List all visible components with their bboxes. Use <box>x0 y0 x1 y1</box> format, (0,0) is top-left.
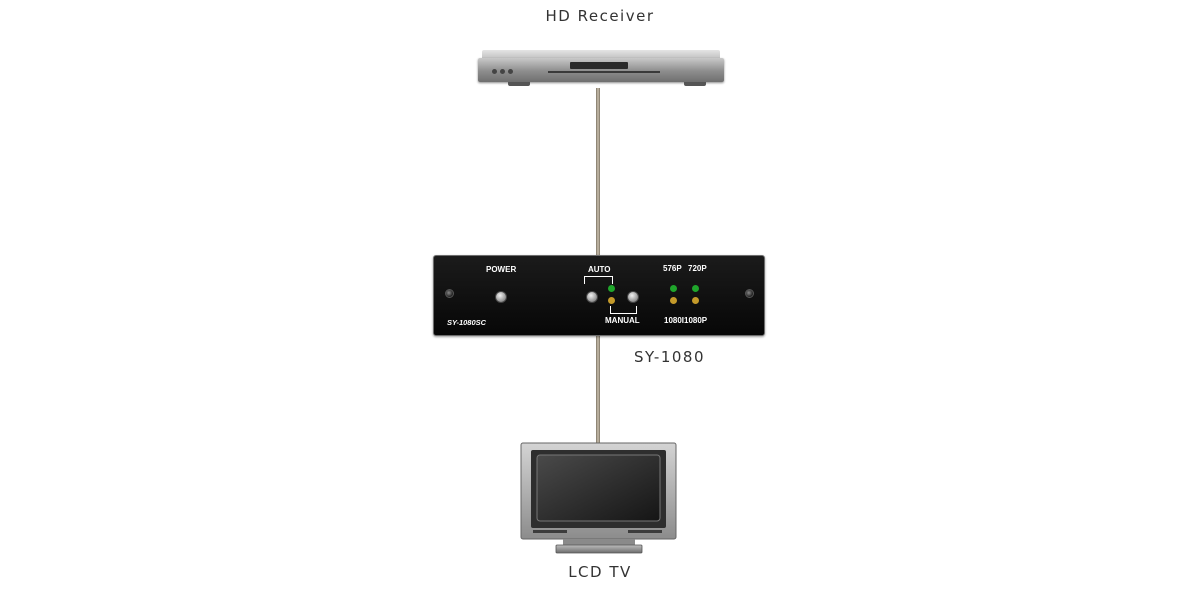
auto-led-icon <box>608 285 615 292</box>
receiver-front-panel <box>478 58 724 82</box>
manual-bracket <box>636 306 637 314</box>
res-576p-label: 576P <box>663 264 682 273</box>
cable-receiver-to-unit <box>596 88 600 258</box>
resolution-select-button[interactable] <box>627 291 639 303</box>
auto-bracket <box>584 276 613 277</box>
tv-screen <box>536 454 661 522</box>
tv-speaker-left <box>533 530 567 533</box>
manual-bracket <box>610 313 637 314</box>
res-720p-label: 720P <box>688 264 707 273</box>
mode-select-button[interactable] <box>586 291 598 303</box>
led-1080i-icon <box>670 297 677 304</box>
auto-label: AUTO <box>588 265 611 274</box>
receiver-top-face <box>482 50 720 60</box>
receiver-foot <box>508 82 530 86</box>
hd-receiver-device <box>478 50 724 92</box>
res-1080i-label: 1080I <box>664 316 685 325</box>
manual-bracket <box>610 306 611 314</box>
screw-icon <box>745 289 754 298</box>
manual-led-icon <box>608 297 615 304</box>
sy-1080-label: SY-1080 <box>634 348 705 366</box>
led-720p-icon <box>692 285 699 292</box>
tv-stand-base <box>555 544 643 554</box>
tv-neck <box>563 539 635 545</box>
led-576p-icon <box>670 285 677 292</box>
cable-unit-to-tv <box>596 332 600 444</box>
receiver-button-icon <box>500 69 505 74</box>
sy-1080-unit: POWER SY-1080SC AUTO MANUAL 576P 720P 10… <box>433 255 765 336</box>
led-1080p-icon <box>692 297 699 304</box>
model-label: SY-1080SC <box>447 318 487 327</box>
lcd-tv-label: LCD TV <box>568 563 632 581</box>
hd-receiver-label: HD Receiver <box>545 7 655 25</box>
power-label: POWER <box>486 265 517 274</box>
power-button[interactable] <box>495 291 507 303</box>
receiver-disc-tray <box>548 71 660 73</box>
receiver-display <box>570 62 628 69</box>
res-1080p-label: 1080P <box>684 316 708 325</box>
receiver-foot <box>684 82 706 86</box>
tv-speaker-right <box>628 530 662 533</box>
receiver-button-icon <box>508 69 513 74</box>
auto-bracket <box>584 276 585 284</box>
receiver-button-icon <box>492 69 497 74</box>
screw-icon <box>445 289 454 298</box>
auto-bracket <box>612 276 613 284</box>
manual-label: MANUAL <box>605 316 640 325</box>
